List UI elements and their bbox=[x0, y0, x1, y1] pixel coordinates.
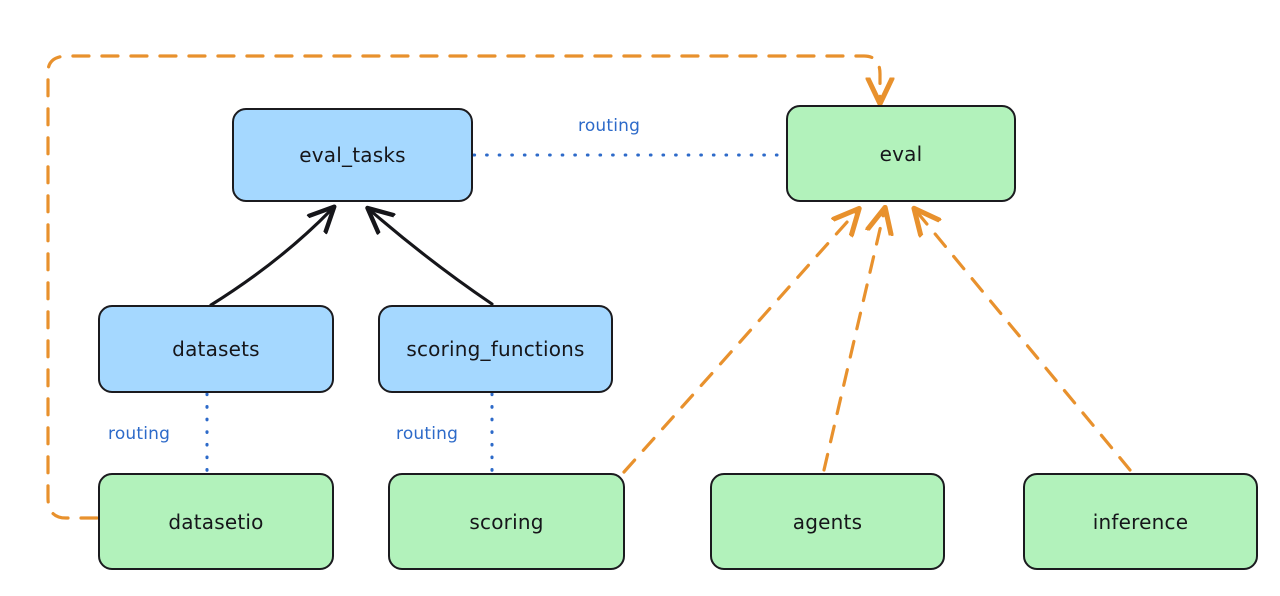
edge-inference-to-eval bbox=[917, 212, 1132, 472]
edge-label-routing-scoring-functions: routing bbox=[396, 424, 459, 444]
edge-label-routing-datasets: routing bbox=[108, 424, 171, 444]
node-inference[interactable]: inference bbox=[1023, 473, 1258, 570]
edge-label-routing-eval-tasks: routing bbox=[578, 116, 641, 136]
node-eval[interactable]: eval bbox=[786, 105, 1016, 202]
edge-scoring-to-eval bbox=[622, 212, 856, 474]
node-label: scoring bbox=[469, 509, 544, 534]
edge-scoring-functions-to-eval-tasks bbox=[371, 211, 494, 306]
node-label: inference bbox=[1092, 509, 1189, 534]
node-scoring[interactable]: scoring bbox=[388, 473, 625, 570]
node-label: scoring_functions bbox=[406, 337, 585, 361]
edge-agents-to-eval bbox=[822, 212, 884, 472]
node-label: datasetio bbox=[168, 509, 264, 534]
node-scoring-functions[interactable]: scoring_functions bbox=[378, 305, 613, 393]
node-agents[interactable]: agents bbox=[710, 473, 945, 570]
node-label: eval_tasks bbox=[299, 143, 406, 167]
node-datasets[interactable]: datasets bbox=[98, 305, 334, 393]
node-label: agents bbox=[792, 509, 863, 534]
node-datasetio[interactable]: datasetio bbox=[98, 473, 334, 570]
node-eval-tasks[interactable]: eval_tasks bbox=[232, 108, 473, 202]
node-label: datasets bbox=[172, 337, 260, 361]
node-label: eval bbox=[879, 141, 923, 166]
edge-datasets-to-eval-tasks bbox=[209, 210, 331, 307]
